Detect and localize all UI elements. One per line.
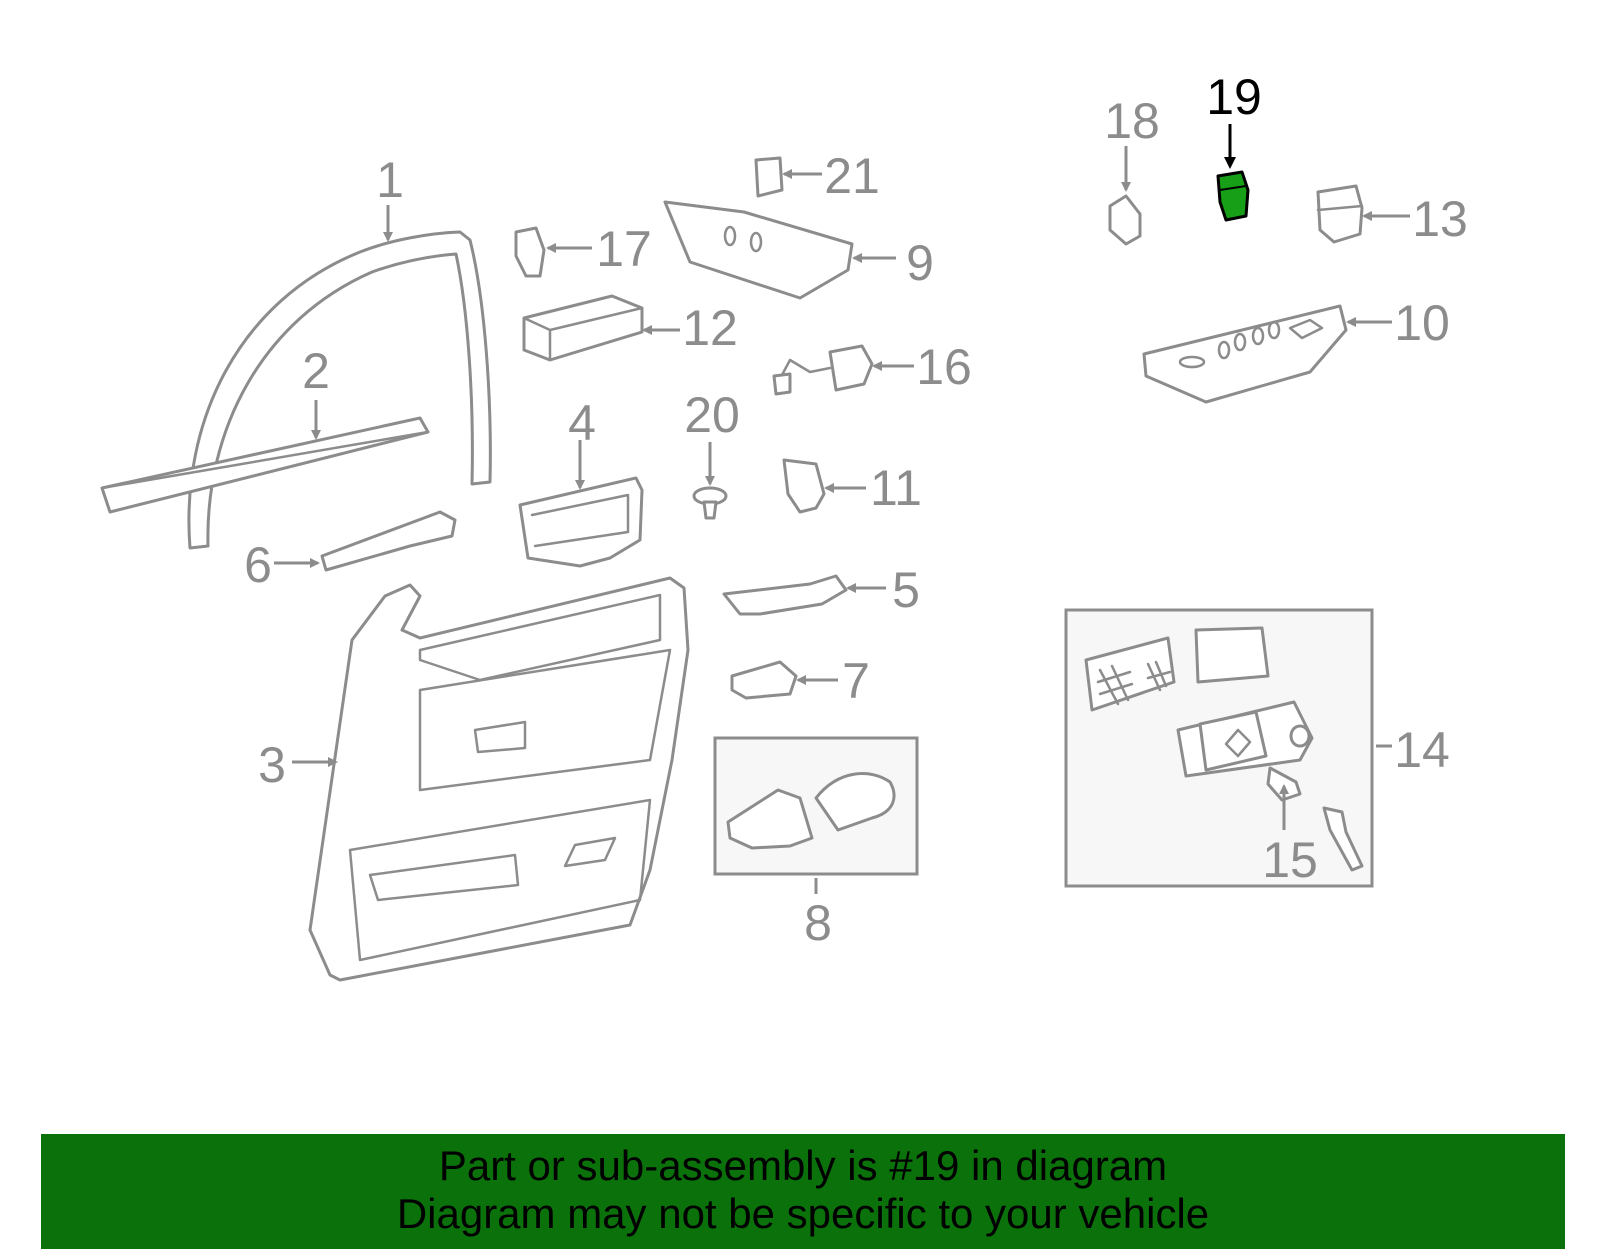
part-20-push-clip — [692, 486, 728, 520]
part-3-door-trim-panel — [308, 576, 690, 982]
part-14-inset — [1064, 608, 1374, 888]
callout-7: 7 — [842, 653, 870, 709]
callout-8: 8 — [804, 895, 832, 951]
part-18-bulb — [1108, 194, 1142, 246]
callout-3: 3 — [258, 737, 286, 793]
callout-18: 18 — [1104, 93, 1160, 149]
banner-line-1: Part or sub-assembly is #19 in diagram — [438, 1142, 1168, 1189]
callout-10: 10 — [1394, 295, 1450, 351]
callout-15: 15 — [1262, 832, 1318, 888]
callout-4: 4 — [568, 395, 596, 451]
part-19-highlighted — [1216, 170, 1250, 222]
callout-12: 12 — [682, 300, 738, 356]
part-13-switch — [1316, 184, 1364, 244]
part-10-master-switch — [1142, 304, 1348, 404]
callout-19: 19 — [1206, 69, 1262, 125]
banner-line-2: Diagram may not be specific to your vehi… — [396, 1190, 1210, 1237]
callout-5: 5 — [892, 562, 920, 618]
part-6-pull-handle — [320, 510, 457, 572]
callout-1: 1 — [376, 152, 404, 208]
callout-21: 21 — [824, 148, 880, 204]
callout-16: 16 — [916, 339, 972, 395]
callout-13: 13 — [1412, 191, 1468, 247]
callout-6: 6 — [244, 537, 272, 593]
part-11-switch — [782, 458, 826, 514]
part-17-switch — [514, 226, 546, 278]
callout-20: 20 — [684, 387, 740, 443]
callout-17: 17 — [596, 221, 652, 277]
callout-9: 9 — [906, 235, 934, 291]
part-7-bezel-ring — [730, 660, 798, 700]
part-2-belt-molding — [100, 416, 430, 514]
callout-11: 11 — [870, 460, 922, 516]
info-banner: Part or sub-assembly is #19 in diagram D… — [41, 1134, 1565, 1249]
callout-14: 14 — [1394, 722, 1450, 778]
part-12-window-switch — [522, 294, 644, 362]
part-1-weatherstrip — [187, 230, 492, 550]
part-21-clip — [754, 156, 784, 198]
part-4-bezel — [518, 476, 644, 568]
part-9-switch-panel — [663, 200, 854, 300]
part-5-handle — [722, 574, 848, 616]
part-16-harness — [772, 344, 874, 396]
callout-2: 2 — [302, 343, 330, 399]
part-8-inset — [713, 736, 919, 876]
